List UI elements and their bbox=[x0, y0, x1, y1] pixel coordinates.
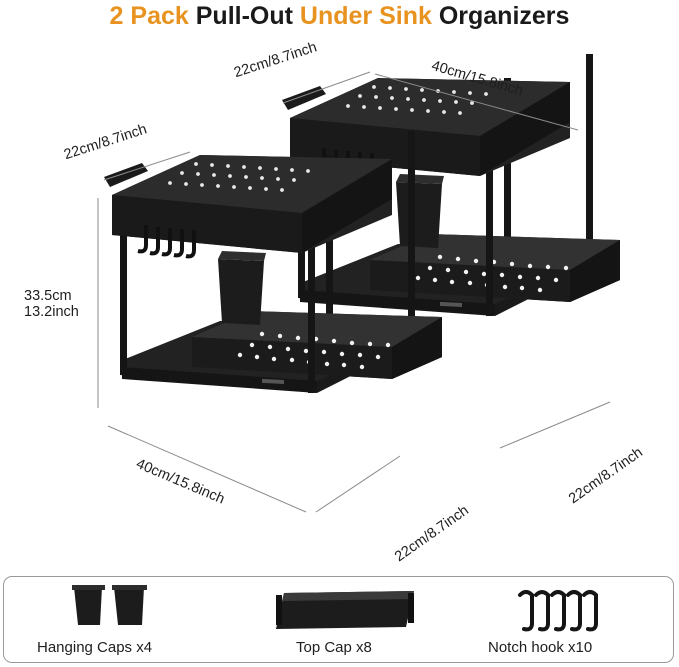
accessory-label-top-cap: Top Cap x8 bbox=[296, 639, 372, 656]
title-part-2: Pull-Out bbox=[188, 2, 300, 30]
title-accent-1: 2 Pack bbox=[109, 2, 189, 30]
notch-hook-icon bbox=[518, 590, 598, 632]
accessory-label-hanging-caps: Hanging Caps x4 bbox=[37, 639, 153, 656]
accessory-label-notch-hook: Notch hook x10 bbox=[488, 639, 593, 656]
hanging-cup-icon bbox=[72, 585, 147, 625]
product-illustration: 22cm/8.7inch 40cm/15.8inch 22cm/8.7inch … bbox=[24, 39, 646, 565]
organizers-drawing bbox=[97, 52, 622, 513]
top-cap-icon bbox=[276, 591, 414, 629]
dim-height-cm: 33.5cm bbox=[24, 288, 72, 304]
title-accent-2: Under Sink bbox=[299, 2, 432, 30]
page-title: 2 Pack Pull-Out Under Sink Organizers bbox=[0, 0, 679, 36]
title-part-4: Organizers bbox=[431, 2, 570, 30]
dim-height-inch: 13.2inch bbox=[24, 304, 79, 320]
accessories-panel: Hanging Caps x4 Top Cap x8 Notch hook x1… bbox=[3, 576, 674, 663]
